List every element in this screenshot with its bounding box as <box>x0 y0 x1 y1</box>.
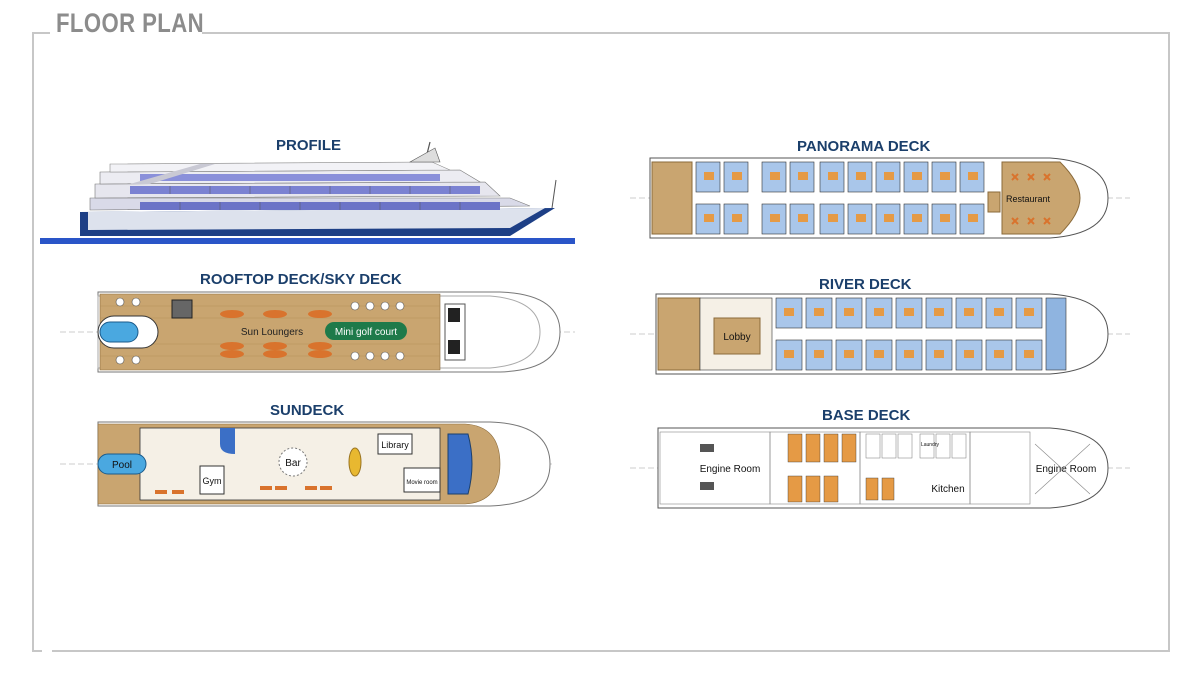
restaurant-label: Restaurant <box>1006 194 1051 204</box>
frame-top-left <box>32 32 50 34</box>
stairs <box>171 299 193 319</box>
river-title: RIVER DECK <box>819 276 912 293</box>
pool-label: Pool <box>112 460 132 471</box>
river-deck-plan: Lobby <box>630 293 1130 375</box>
panorama-deck-plan: Restaurant <box>630 157 1130 239</box>
frame-bottom-left <box>32 650 42 652</box>
engine-room-aft-label: Engine Room <box>700 464 761 475</box>
profile-title: PROFILE <box>276 137 342 154</box>
middle-windows <box>130 186 480 194</box>
base-title: BASE DECK <box>822 407 911 424</box>
restaurant-area <box>1001 161 1081 235</box>
cabins-river <box>775 297 1043 371</box>
water <box>40 238 575 244</box>
stair-lobby <box>220 428 235 454</box>
lobby-label: Lobby <box>723 332 750 343</box>
page-title: FLOOR PLAN <box>56 8 205 38</box>
lobby-area <box>713 317 761 355</box>
sun-loungers-label: Sun Loungers <box>241 327 303 338</box>
frame-top-right <box>202 32 1170 34</box>
lower-windows <box>140 202 500 210</box>
pool <box>97 453 147 475</box>
bar-label: Bar <box>285 458 301 469</box>
bar-area <box>278 447 308 477</box>
cabins-panorama <box>695 161 985 235</box>
frame-left <box>32 32 34 652</box>
ship-profile <box>40 141 575 244</box>
frame-bottom <box>52 650 1170 652</box>
movie-room-label: Movie room <box>406 480 437 486</box>
sun-loungers <box>220 310 332 358</box>
gym-label: Gym <box>203 476 222 486</box>
laundry-label: Laundry <box>921 442 940 448</box>
sundeck-plan: Pool Gym Bar Library Movie room <box>60 421 555 507</box>
engine-room-fwd-label: Engine Room <box>1036 464 1097 475</box>
aft-deck <box>657 297 701 371</box>
sundeck-title: SUNDECK <box>270 402 345 419</box>
panorama-title: PANORAMA DECK <box>797 138 931 155</box>
rooftop-deck-plan: Sun Loungers Mini golf court <box>60 291 575 373</box>
wheelhouse <box>447 433 473 495</box>
aft-deck <box>651 161 693 235</box>
rooftop-title: ROOFTOP DECK/SKY DECK <box>200 271 402 288</box>
mini-golf-label: Mini golf court <box>335 327 397 338</box>
kitchen-label: Kitchen <box>931 484 964 495</box>
upper-windows <box>140 174 440 181</box>
base-deck-plan: Engine Room Laundry Kitchen Engine Room <box>630 427 1130 509</box>
plunge-pool <box>99 321 139 343</box>
library-label: Library <box>381 440 409 450</box>
frame-right <box>1168 32 1170 652</box>
mini-golf-court <box>325 322 407 340</box>
